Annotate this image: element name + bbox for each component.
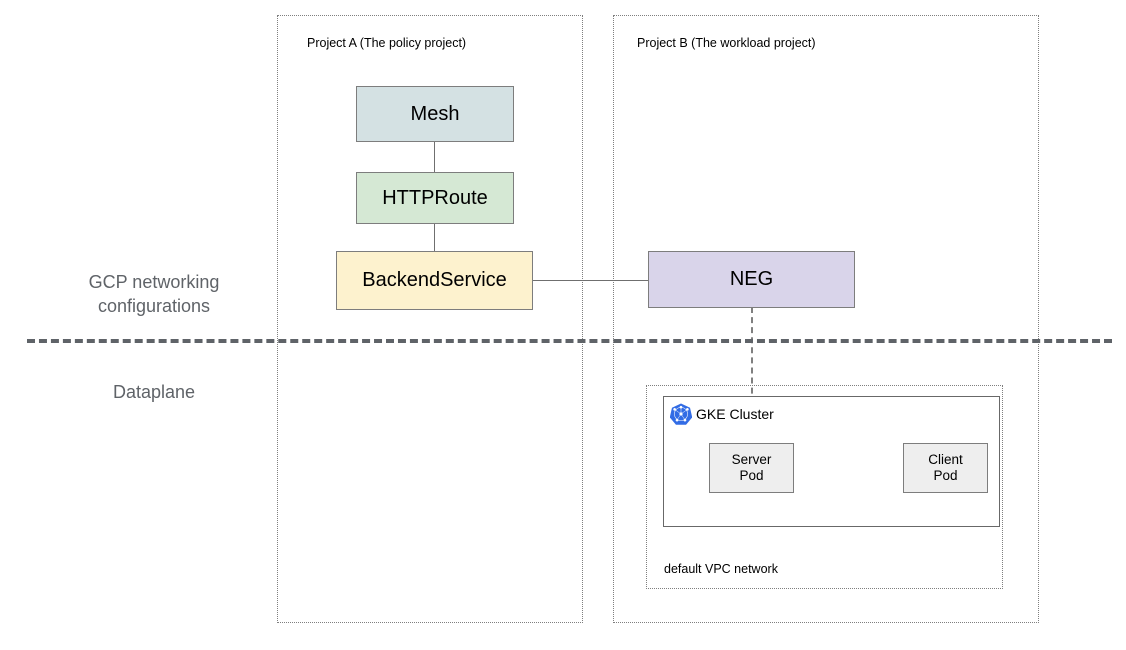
layer-label-networking: GCP networking configurations xyxy=(48,271,260,319)
project-b-container xyxy=(613,15,1039,623)
node-mesh[interactable]: Mesh xyxy=(356,86,514,142)
pod-client-line2: Pod xyxy=(933,468,958,483)
pod-server-line1: Server xyxy=(731,452,772,468)
pod-client-line1: Client xyxy=(928,452,963,468)
gke-cluster-label: GKE Cluster xyxy=(696,406,774,422)
node-neg[interactable]: NEG xyxy=(648,251,855,308)
layer-label-networking-line2: configurations xyxy=(97,295,211,316)
project-b-label: Project B (The workload project) xyxy=(637,36,816,50)
layer-divider xyxy=(27,339,1112,343)
layer-label-networking-line1: GCP networking xyxy=(88,272,220,292)
edge-neg-server-pod xyxy=(751,307,753,444)
pod-server-line2: Pod xyxy=(739,468,764,483)
kubernetes-icon xyxy=(670,403,692,425)
edge-httproute-backendservice xyxy=(434,223,435,252)
edge-mesh-httproute xyxy=(434,140,435,173)
node-backendservice-label: BackendService xyxy=(362,269,507,291)
node-httproute-label: HTTPRoute xyxy=(382,186,488,209)
node-mesh-label: Mesh xyxy=(410,102,460,125)
edge-backendservice-neg xyxy=(532,280,649,281)
layer-label-dataplane: Dataplane xyxy=(112,382,196,402)
node-backendservice[interactable]: BackendService xyxy=(336,251,533,310)
project-a-container xyxy=(277,15,583,623)
default-vpc-label: default VPC network xyxy=(664,562,778,576)
project-a-label: Project A (The policy project) xyxy=(307,36,467,50)
pod-client[interactable]: Client Pod xyxy=(903,443,988,493)
node-httproute[interactable]: HTTPRoute xyxy=(356,172,514,224)
default-vpc-container xyxy=(646,385,1003,589)
node-neg-label: NEG xyxy=(729,268,774,290)
pod-server[interactable]: Server Pod xyxy=(709,443,794,493)
